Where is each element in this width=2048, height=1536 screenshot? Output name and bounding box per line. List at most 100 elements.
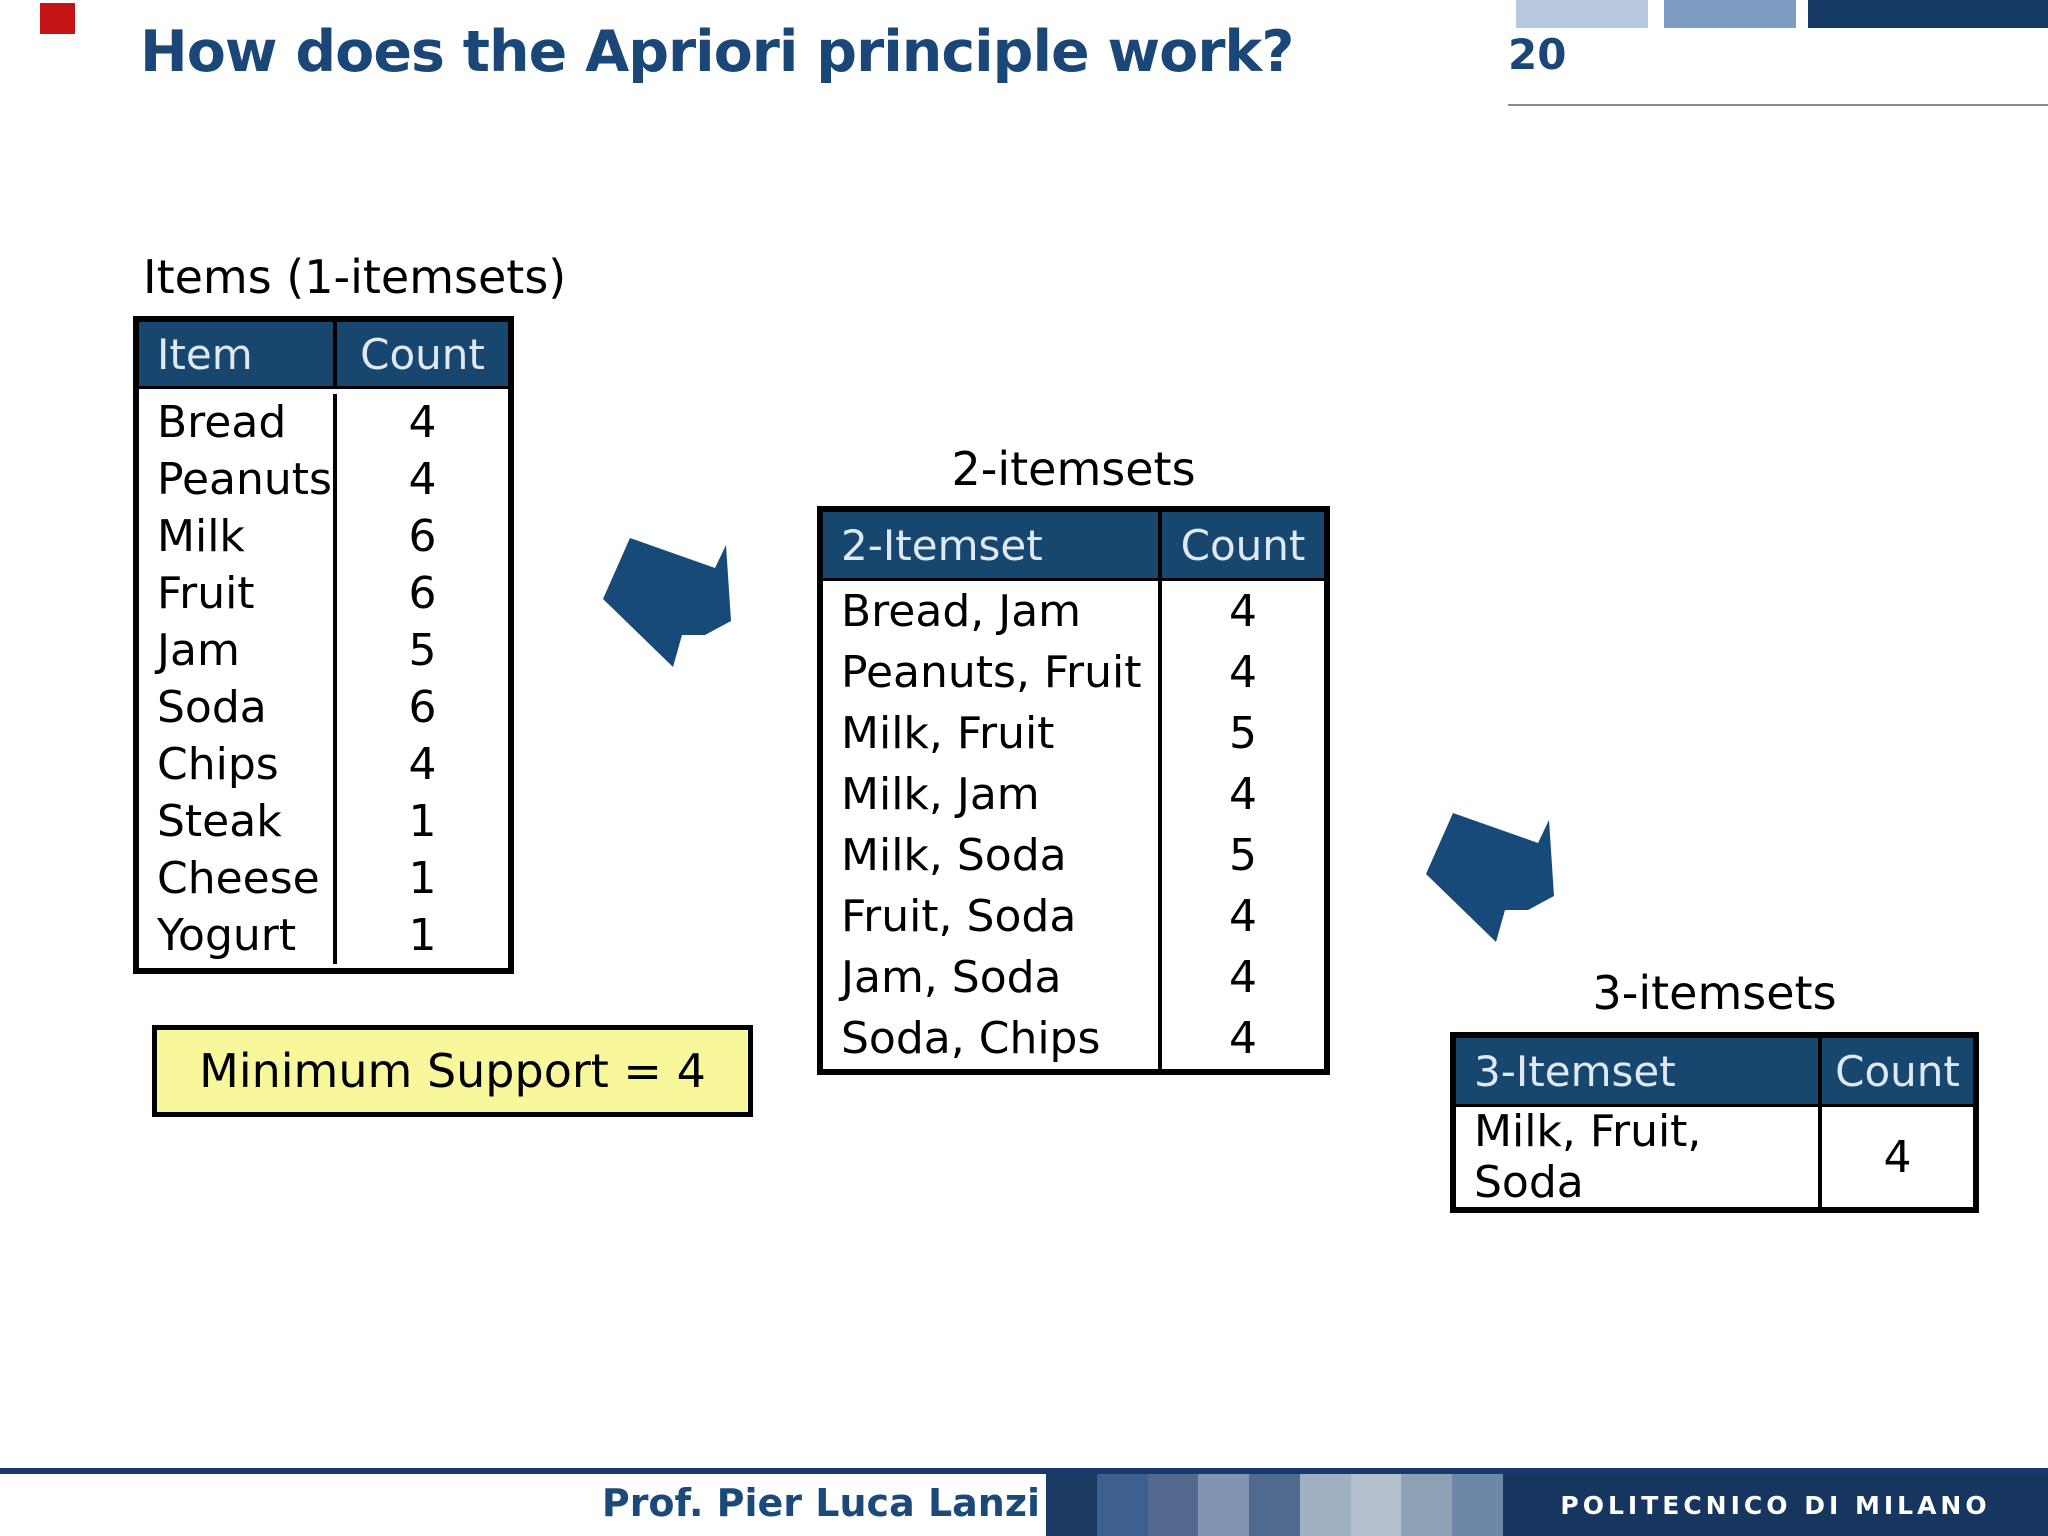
itemset-cell: Jam xyxy=(139,622,337,679)
header-bar-medium xyxy=(1664,0,1796,28)
table-header-row: 2-Itemset Count xyxy=(823,512,1324,581)
count-cell: 6 xyxy=(408,682,437,733)
page-title: How does the Apriori principle work? xyxy=(140,19,1294,85)
page-number-rule xyxy=(1508,104,2048,106)
footer-institution-label: POLITECNICO DI MILANO xyxy=(1560,1490,1991,1520)
table-1-caption: Items (1-itemsets) xyxy=(143,250,567,304)
table-row: Soda 6 xyxy=(139,679,508,736)
footer-mosaic-band xyxy=(1046,1474,1504,1536)
table-body: Milk, Fruit, Soda 4 xyxy=(1456,1106,1973,1208)
table-row: Bread, Jam 4 xyxy=(823,581,1324,642)
table-row: Cheese 1 xyxy=(139,850,508,907)
count-cell: 4 xyxy=(1229,1013,1257,1064)
mosaic-square xyxy=(1401,1474,1453,1536)
table-row: Peanuts, Fruit 4 xyxy=(823,642,1324,703)
itemset-cell: Peanuts, Fruit xyxy=(823,642,1162,703)
itemset-cell: Peanuts xyxy=(139,451,337,508)
table-header-row: Item Count xyxy=(139,322,508,389)
count-cell: 4 xyxy=(1229,647,1257,698)
itemset-cell: Milk, Jam xyxy=(823,764,1162,825)
itemset-cell: Fruit, Soda xyxy=(823,886,1162,947)
count-cell: 1 xyxy=(408,853,437,904)
header-bar-light xyxy=(1516,0,1648,28)
mosaic-square xyxy=(1147,1474,1199,1536)
itemset-cell: Yogurt xyxy=(139,907,337,964)
flow-arrow-icon xyxy=(603,538,731,667)
count-cell: 4 xyxy=(408,454,437,505)
itemset-cell: Fruit xyxy=(139,565,337,622)
footer-institution-block: POLITECNICO DI MILANO xyxy=(1503,1474,2048,1536)
itemset-cell: Milk, Fruit xyxy=(823,703,1162,764)
table-3-caption: 3-itemsets xyxy=(1592,966,1837,1020)
count-cell: 6 xyxy=(408,568,437,619)
count-cell: 5 xyxy=(408,625,437,676)
table-row: Milk, Jam 4 xyxy=(823,764,1324,825)
count-cell: 4 xyxy=(408,397,437,448)
table-row: Peanuts 4 xyxy=(139,451,508,508)
itemset-cell: Bread xyxy=(139,394,337,451)
itemset-cell: Bread, Jam xyxy=(823,581,1162,642)
itemset-cell: Soda xyxy=(139,679,337,736)
count-cell: 5 xyxy=(1229,708,1257,759)
minimum-support-callout: Minimum Support = 4 xyxy=(152,1025,753,1117)
column-header-count: Count xyxy=(360,329,485,379)
mosaic-square xyxy=(1046,1474,1097,1536)
count-cell: 4 xyxy=(408,739,437,790)
itemset-cell: Steak xyxy=(139,793,337,850)
itemset-cell: Soda, Chips xyxy=(823,1008,1162,1069)
count-cell: 4 xyxy=(1229,586,1257,637)
table-row: Milk 6 xyxy=(139,508,508,565)
table-row: Fruit, Soda 4 xyxy=(823,886,1324,947)
table-row: Milk, Soda 5 xyxy=(823,825,1324,886)
count-cell: 4 xyxy=(1229,891,1257,942)
mosaic-square xyxy=(1299,1474,1351,1536)
red-marker xyxy=(40,3,75,34)
mosaic-square xyxy=(1198,1474,1250,1536)
count-cell: 4 xyxy=(1883,1131,1912,1183)
count-cell: 1 xyxy=(408,910,437,961)
column-header-item: Item xyxy=(139,322,337,386)
footer-rule xyxy=(0,1468,2048,1474)
column-header-itemset: 3-Itemset xyxy=(1456,1038,1822,1104)
column-header-itemset: 2-Itemset xyxy=(823,512,1162,578)
table-row: Jam, Soda 4 xyxy=(823,947,1324,1008)
table-row: Fruit 6 xyxy=(139,565,508,622)
flow-arrow-icon xyxy=(1426,813,1554,942)
itemset-cell: Milk xyxy=(139,508,337,565)
table-2-caption: 2-itemsets xyxy=(951,442,1196,496)
table-row: Jam 5 xyxy=(139,622,508,679)
page-number: 20 xyxy=(1508,30,1567,79)
table-row: Milk, Fruit 5 xyxy=(823,703,1324,764)
table-row: Soda, Chips 4 xyxy=(823,1008,1324,1069)
mosaic-square xyxy=(1096,1474,1148,1536)
itemset-cell: Jam, Soda xyxy=(823,947,1162,1008)
itemset-cell: Cheese xyxy=(139,850,337,907)
itemset-cell: Milk, Fruit, Soda xyxy=(1456,1106,1822,1208)
table-row: Bread 4 xyxy=(139,394,508,451)
table-row: Steak 1 xyxy=(139,793,508,850)
minimum-support-label: Minimum Support = 4 xyxy=(199,1044,706,1098)
column-header-count: Count xyxy=(1180,520,1306,570)
itemset-cell: Milk, Soda xyxy=(823,825,1162,886)
count-cell: 5 xyxy=(1229,830,1257,881)
header-bar-navy xyxy=(1808,0,2048,28)
count-cell: 6 xyxy=(408,511,437,562)
count-cell: 1 xyxy=(408,796,437,847)
column-header-count: Count xyxy=(1835,1046,1960,1096)
footer-author: Prof. Pier Luca Lanzi xyxy=(601,1481,1040,1525)
count-cell: 4 xyxy=(1229,769,1257,820)
table-header-row: 3-Itemset Count xyxy=(1456,1038,1973,1107)
table-row: Yogurt 1 xyxy=(139,907,508,964)
count-cell: 4 xyxy=(1229,952,1257,1003)
table-row: Milk, Fruit, Soda 4 xyxy=(1456,1106,1973,1208)
itemset-cell: Chips xyxy=(139,736,337,793)
mosaic-square xyxy=(1350,1474,1402,1536)
table-row: Chips 4 xyxy=(139,736,508,793)
mosaic-square xyxy=(1452,1474,1504,1536)
mosaic-square xyxy=(1249,1474,1300,1536)
